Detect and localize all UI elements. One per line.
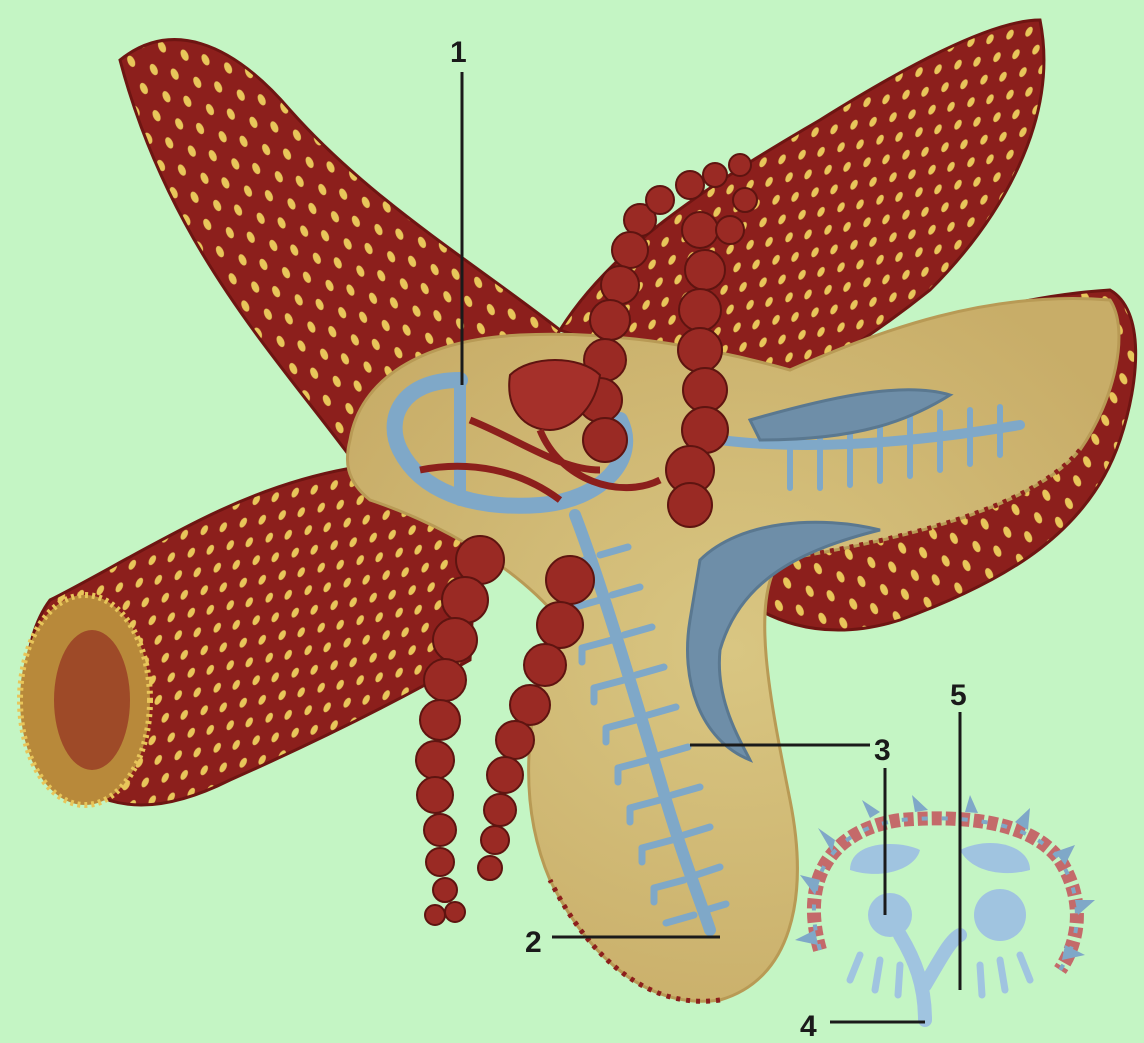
inset-radial-canal	[900, 935, 960, 1020]
inset-gonad-right	[960, 843, 1030, 873]
callout-label-3: 3	[874, 734, 891, 767]
callout-label-1: 1	[450, 36, 467, 69]
inset-ampulla-right	[974, 889, 1026, 941]
callout-label-2: 2	[525, 926, 542, 959]
callout-label-4: 4	[800, 1010, 817, 1043]
callout-label-5: 5	[950, 679, 967, 712]
inset-cross-section	[795, 795, 1095, 1020]
inset-ampulla-left	[868, 893, 912, 937]
